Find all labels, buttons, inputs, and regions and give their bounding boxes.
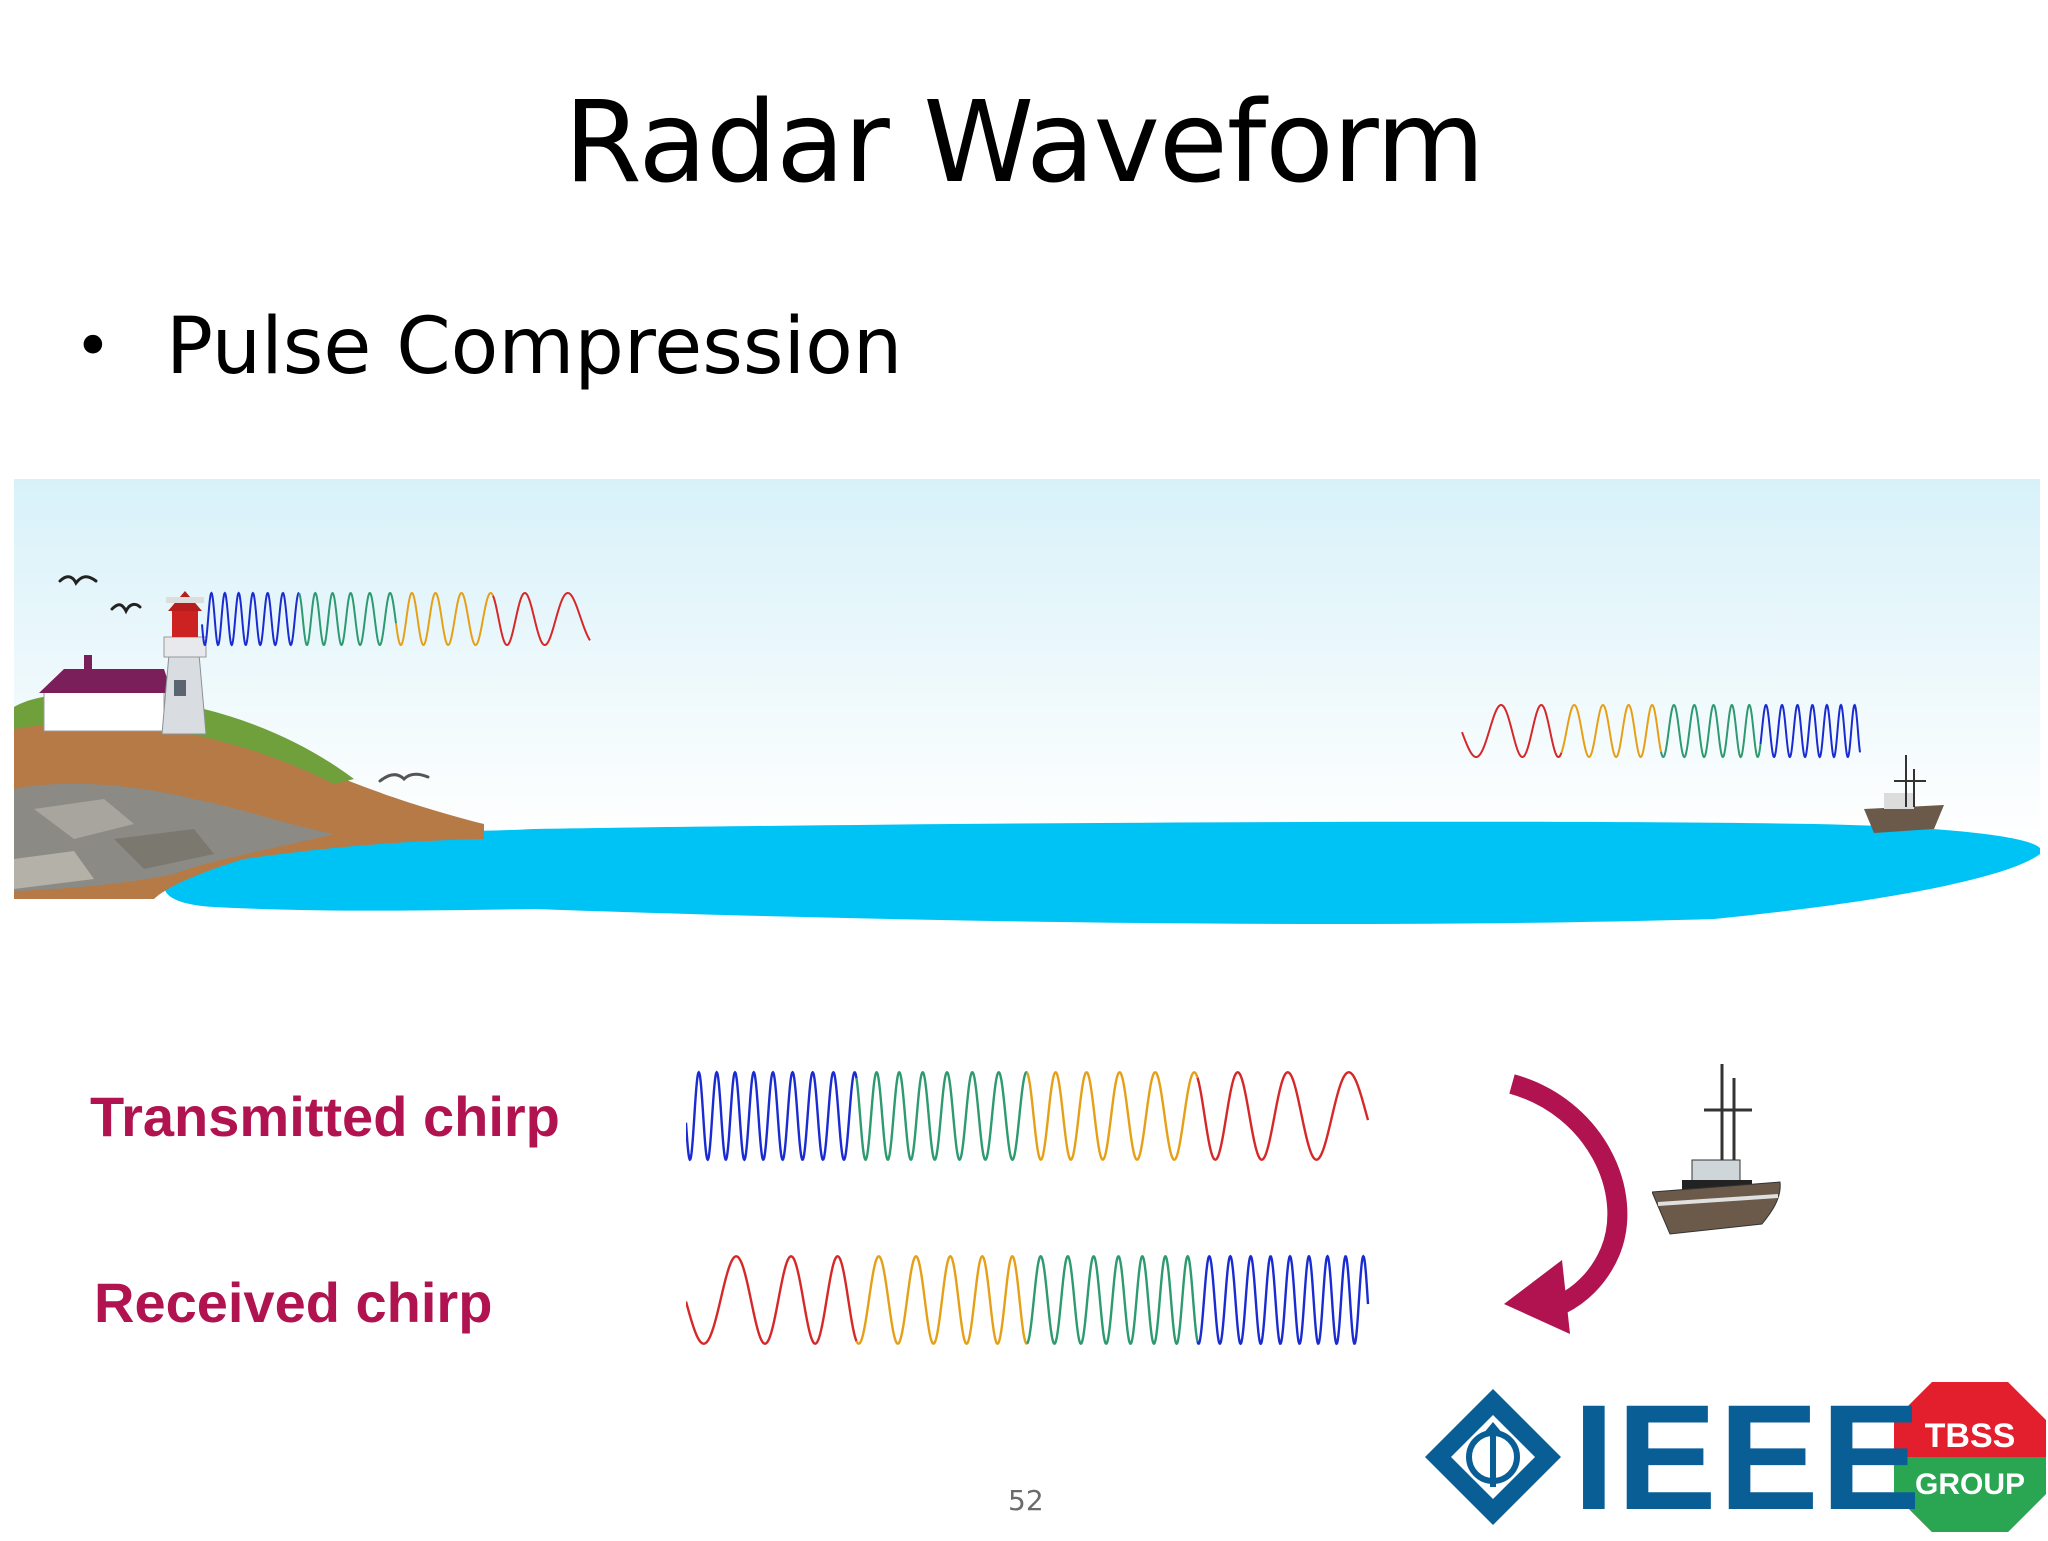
bullet-text: Pulse Compression [166,302,902,392]
ieee-logo: TBSS GROUP IEEE [1425,1382,2045,1532]
chirp-segment [1198,1256,1369,1343]
ieee-diamond-icon [1425,1389,1561,1525]
chirp-segment [686,1256,857,1343]
fishing-boat-icon [1652,1064,1792,1244]
ieee-wordmark: IEEE [1573,1382,1923,1532]
chirp-segment [857,1072,1028,1159]
bullet-dot-icon: • [74,310,166,384]
page-number: 52 [1008,1484,1044,1517]
svg-text:TBSS: TBSS [1925,1417,2016,1455]
transmitted-chirp-wave [686,1064,1376,1174]
bullet-item: • Pulse Compression [74,302,902,392]
slide-title: Radar Waveform [0,78,2048,208]
received-chirp-wave [686,1248,1376,1358]
chirp-segment [686,1072,857,1159]
echo-curved-arrow [1500,1072,1660,1352]
transmitted-chirp-label: Transmitted chirp [90,1084,560,1149]
chirp-segment [1027,1072,1198,1159]
chirp-segment [1027,1256,1198,1343]
svg-text:GROUP: GROUP [1915,1468,2025,1501]
chirp-segment [1198,1072,1369,1159]
received-chirp-label: Received chirp [94,1270,492,1335]
coastal-radar-scene [14,479,2040,949]
chirp-segment [857,1256,1028,1343]
